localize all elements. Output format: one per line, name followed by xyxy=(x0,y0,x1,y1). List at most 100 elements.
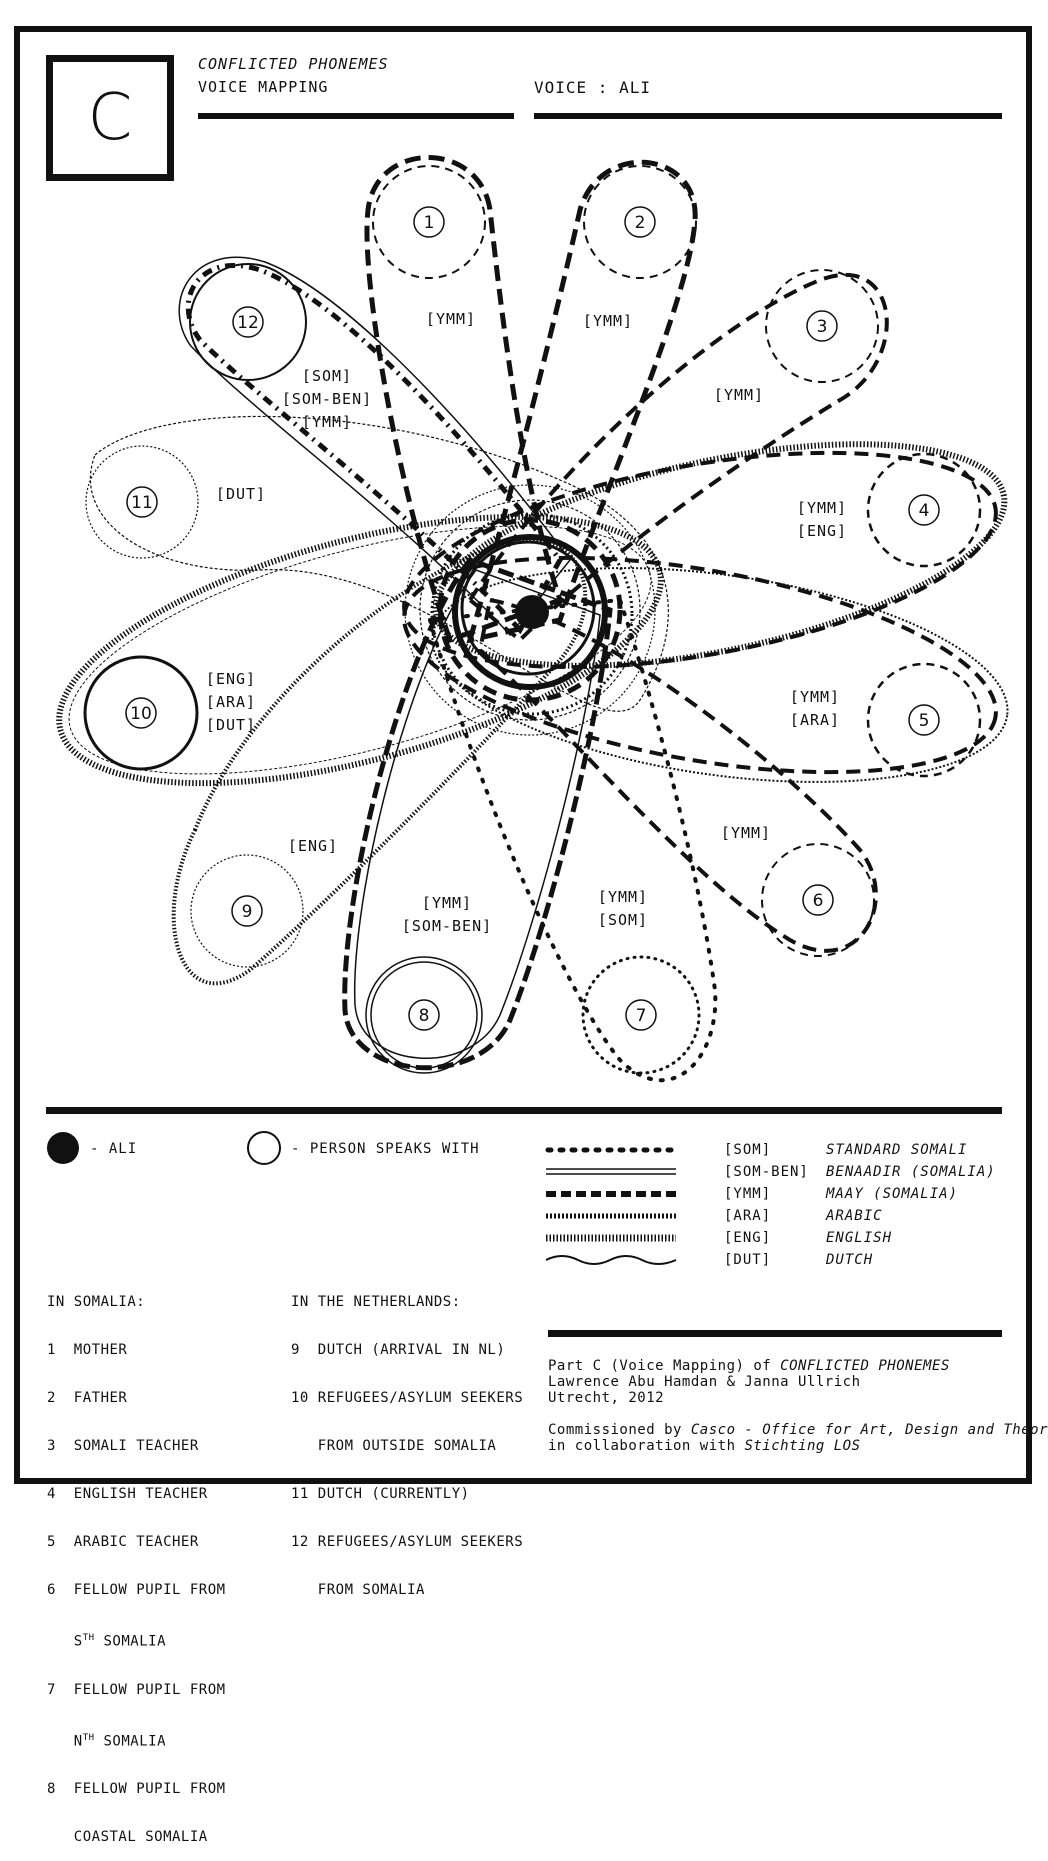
legend-code-ara: [ARA] xyxy=(724,1208,772,1224)
project-title: CONFLICTED PHONEMES xyxy=(198,55,389,73)
legend-code-som: [SOM] xyxy=(724,1142,772,1158)
credits-line-4: Commissioned by Casco - Office for Art, … xyxy=(548,1422,1048,1438)
petal-11-dut xyxy=(85,415,669,712)
somalia-item: 2 FATHER xyxy=(47,1390,128,1406)
legend-line-wavy xyxy=(545,1255,677,1265)
credits-line-2: Lawrence Abu Hamdan & Janna Ullrich xyxy=(548,1374,861,1390)
node-8: 8 xyxy=(408,999,440,1031)
somalia-item: COASTAL SOMALIA xyxy=(47,1829,208,1846)
somalia-item: 7 FELLOW PUPIL FROM xyxy=(47,1681,226,1698)
legend-name-som: STANDARD SOMALI xyxy=(826,1142,968,1158)
credits-line-5: in collaboration with Stichting LOS xyxy=(548,1438,861,1454)
legend-ali-label: - ALI xyxy=(90,1141,138,1157)
node-8-number: 8 xyxy=(419,1006,430,1026)
netherlands-item: 11 DUTCH (CURRENTLY) xyxy=(291,1486,470,1502)
node-6: 6 xyxy=(802,884,834,916)
node-9-number: 9 xyxy=(242,902,253,922)
legend-line-double xyxy=(546,1168,676,1175)
node-4: 4 xyxy=(908,494,940,526)
page-frame xyxy=(14,26,1032,1484)
legend-code-som-ben: [SOM-BEN] xyxy=(724,1164,809,1180)
node-9: 9 xyxy=(231,895,263,927)
petal-1 xyxy=(364,155,564,644)
credits-rule xyxy=(548,1330,1002,1337)
node-12-number: 12 xyxy=(237,313,259,333)
part-letter: C xyxy=(87,81,133,155)
petal-10-label-a: [ENG] xyxy=(206,670,256,688)
legend-code-eng: [ENG] xyxy=(724,1230,772,1246)
legend-name-ara: ARABIC xyxy=(826,1208,883,1224)
petal-6-label: [YMM] xyxy=(721,824,771,842)
netherlands-item: 9 DUTCH (ARRIVAL IN NL) xyxy=(291,1342,506,1358)
petal-7-label-b: [SOM] xyxy=(598,911,648,929)
legend-code-ymm: [YMM] xyxy=(724,1186,772,1202)
node-12: 12 xyxy=(232,306,264,338)
somalia-item: 5 ARABIC TEACHER xyxy=(47,1534,199,1550)
legend-name-eng: ENGLISH xyxy=(826,1230,893,1246)
legend-person-circle xyxy=(247,1131,281,1165)
netherlands-list: IN THE NETHERLANDS: 9 DUTCH (ARRIVAL IN … xyxy=(291,1262,523,1614)
credits-line-1: Part C (Voice Mapping) of CONFLICTED PHO… xyxy=(548,1358,950,1374)
ali-node xyxy=(515,595,549,629)
somalia-heading: IN SOMALIA: xyxy=(47,1294,146,1310)
node-4-number: 4 xyxy=(919,501,930,521)
netherlands-item: 12 REFUGEES/ASYLUM SEEKERS xyxy=(291,1534,524,1550)
node-7: 7 xyxy=(625,999,657,1031)
legend-person-label: - PERSON SPEAKS WITH xyxy=(291,1141,480,1157)
petal-11-label: [DUT] xyxy=(216,485,266,503)
somalia-item: 3 SOMALI TEACHER xyxy=(47,1438,199,1454)
netherlands-heading: IN THE NETHERLANDS: xyxy=(291,1294,461,1310)
node-5-number: 5 xyxy=(919,711,930,731)
node-1: 1 xyxy=(413,206,445,238)
part-letter-box: C xyxy=(46,55,174,181)
node-3: 3 xyxy=(806,310,838,342)
somalia-item: 6 FELLOW PUPIL FROM xyxy=(47,1582,226,1598)
petal-8-label-b: [SOM-BEN] xyxy=(402,917,492,935)
voice-map-diagram: 1 2 3 4 5 6 7 8 9 10 11 12 [YMM] [YMM] [… xyxy=(47,155,1009,1265)
node-2-number: 2 xyxy=(635,213,646,233)
petal-10-label-b: [ARA] xyxy=(206,693,256,711)
netherlands-item: FROM OUTSIDE SOMALIA xyxy=(291,1438,497,1454)
node-10-number: 10 xyxy=(130,704,152,724)
node-1-number: 1 xyxy=(424,213,435,233)
somalia-item-continued: STH SOMALIA xyxy=(47,1633,166,1650)
somalia-item: 1 MOTHER xyxy=(47,1342,128,1358)
node-10: 10 xyxy=(125,697,157,729)
somalia-item: 4 ENGLISH TEACHER xyxy=(47,1486,208,1502)
petal-2-label: [YMM] xyxy=(583,312,633,330)
somalia-item: 8 FELLOW PUPIL FROM xyxy=(47,1781,226,1798)
node-7-number: 7 xyxy=(636,1006,647,1026)
node-11: 11 xyxy=(126,486,158,518)
legend-name-dut: DUTCH xyxy=(826,1252,874,1268)
legend-ali-dot xyxy=(47,1132,79,1164)
petal-12-label-c: [YMM] xyxy=(302,413,352,431)
petal-10 xyxy=(56,513,664,787)
legend-code-dut: [DUT] xyxy=(724,1252,772,1268)
petal-8 xyxy=(342,557,613,1074)
petal-5-label-a: [YMM] xyxy=(790,688,840,706)
node-6-number: 6 xyxy=(813,891,824,911)
header-rule-right xyxy=(534,113,1002,119)
center-knot xyxy=(404,484,656,736)
petal-9-label: [ENG] xyxy=(288,837,338,855)
credits-block: Part C (Voice Mapping) of CONFLICTED PHO… xyxy=(548,1358,1048,1454)
legend-line-samples xyxy=(545,1147,679,1265)
petal-12-label-a: [SOM] xyxy=(302,367,352,385)
petal-2 xyxy=(466,159,698,644)
legend-name-som-ben: BENAADIR (SOMALIA) xyxy=(826,1164,996,1180)
petal-12 xyxy=(178,256,571,637)
petal-1-label: [YMM] xyxy=(426,310,476,328)
petal-3-label: [YMM] xyxy=(714,386,764,404)
somalia-list: IN SOMALIA: 1 MOTHER 2 FATHER 3 SOMALI T… xyxy=(47,1262,226,1861)
netherlands-item: FROM SOMALIA xyxy=(291,1582,425,1598)
petal-4-label-b: [ENG] xyxy=(797,522,847,540)
petal-9-eng xyxy=(171,537,588,986)
petal-6 xyxy=(477,597,878,957)
node-2: 2 xyxy=(624,206,656,238)
petal-10-label-c: [DUT] xyxy=(206,716,256,734)
somalia-item-continued: NTH SOMALIA xyxy=(47,1732,166,1750)
legend-top-rule xyxy=(46,1107,1002,1114)
petal-12-label-b: [SOM-BEN] xyxy=(282,390,372,408)
header-rule-left xyxy=(198,113,514,119)
map-subtitle: VOICE MAPPING xyxy=(198,78,329,96)
